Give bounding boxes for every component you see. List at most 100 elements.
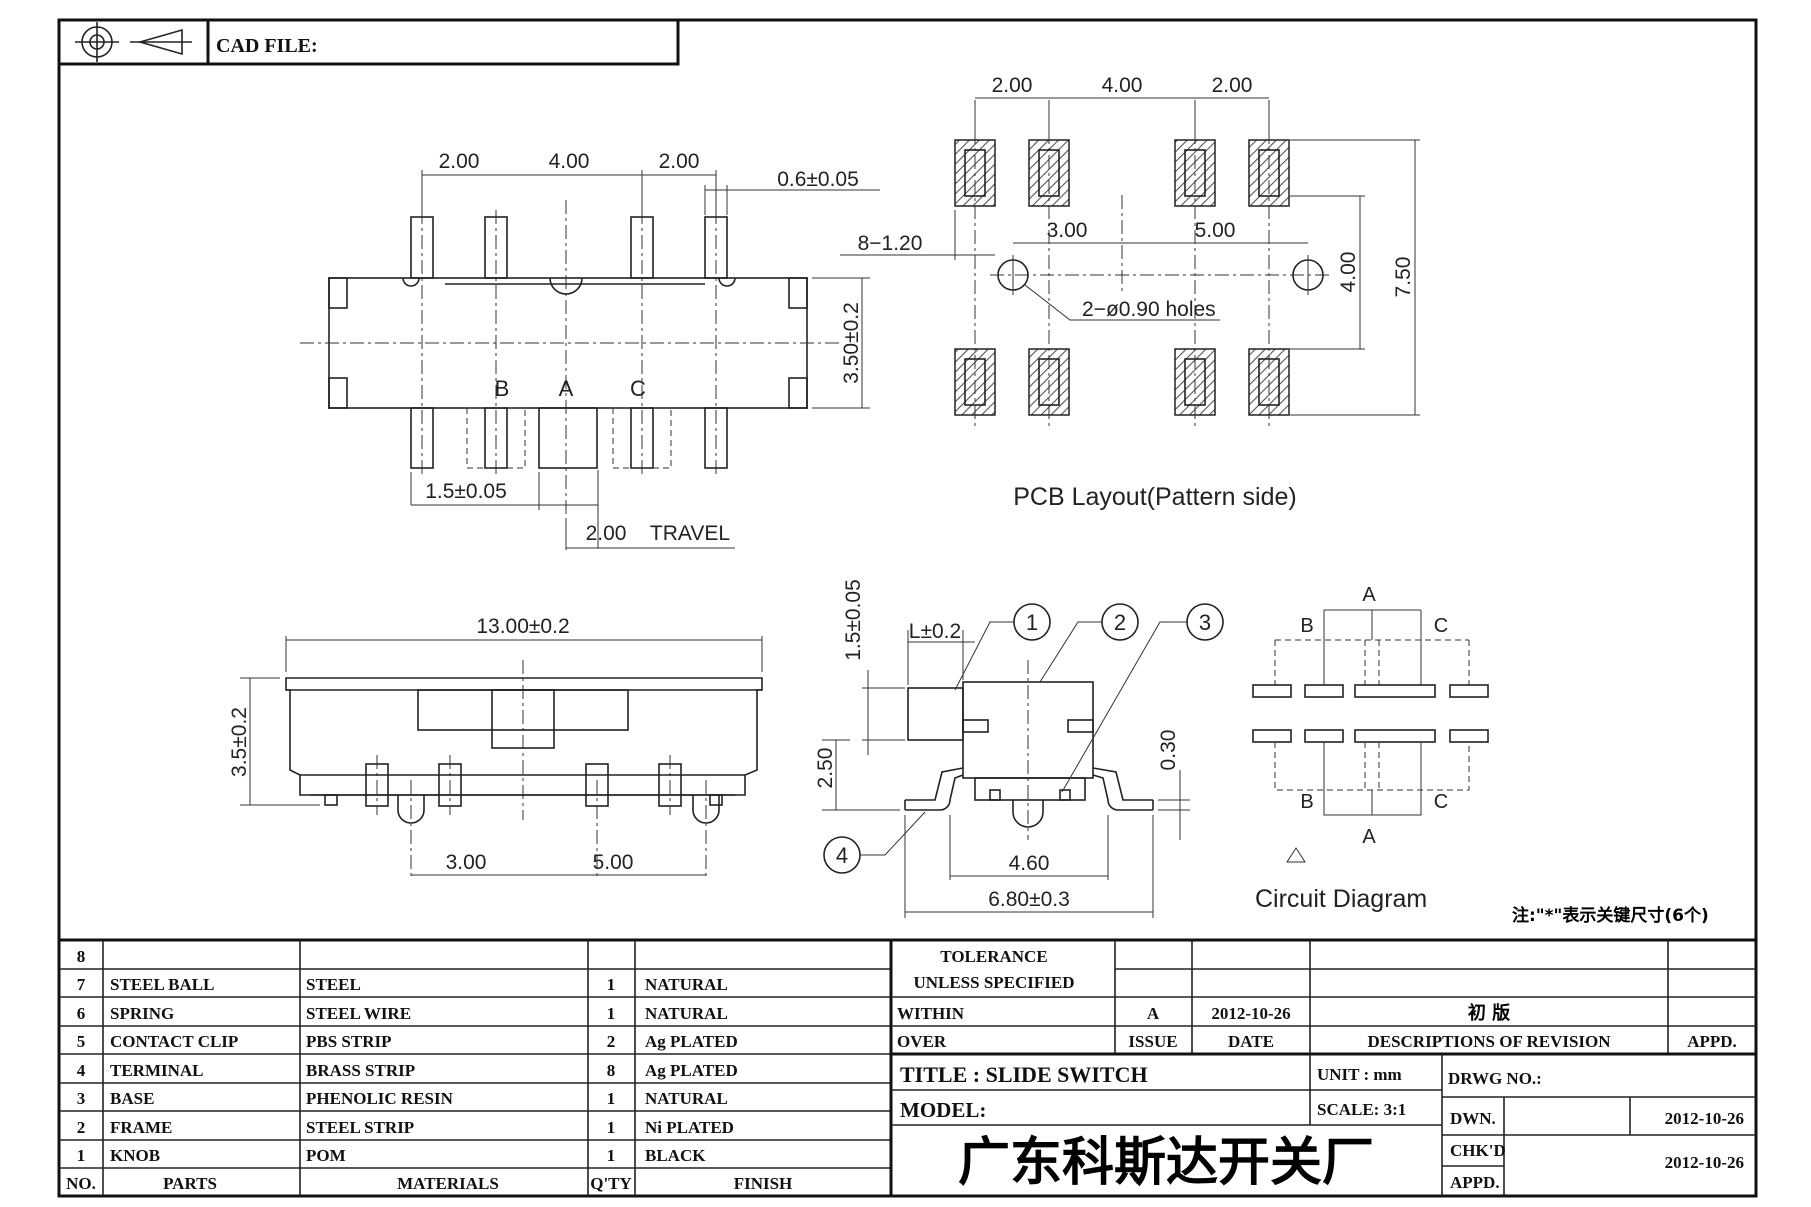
svg-text:1: 1 [607, 1118, 616, 1137]
svg-text:STEEL BALL: STEEL BALL [110, 975, 214, 994]
front-peg-dim-1: 3.00 [446, 851, 487, 874]
bom-row: 6 SPRING STEEL WIRE 1 NATURAL [77, 1004, 728, 1023]
bom-row: 3 BASE PHENOLIC RESIN 1 NATURAL [77, 1089, 728, 1108]
pcb-dim-2: 4.00 [1102, 74, 1143, 97]
balloon-1: 1 [954, 603, 1051, 691]
svg-text:STEEL WIRE: STEEL WIRE [306, 1004, 411, 1023]
bom-table: 8 7 STEEL BALL STEEL 1 NATURAL 6 SPRING … [57, 938, 893, 1198]
svg-text:3: 3 [77, 1089, 86, 1108]
svg-text:Ni PLATED: Ni PLATED [645, 1118, 734, 1137]
dim-top-1: 2.00 [439, 150, 480, 173]
svg-text:7: 7 [77, 975, 86, 994]
bom-row: 2 FRAME STEEL STRIP 1 Ni PLATED [77, 1118, 734, 1137]
dim-top-3: 2.00 [659, 150, 700, 173]
drawn-date: 2012-10-26 [1665, 1109, 1744, 1128]
front-length: 13.00±0.2 [476, 615, 569, 638]
dim-pin-width: 0.6±0.05 [777, 168, 859, 191]
circuit-label-a-bottom: A [1362, 826, 1376, 848]
side-lead-t: 0.30 [1157, 730, 1180, 771]
svg-text:STEEL: STEEL [306, 975, 361, 994]
balloon-2: 2 [1039, 603, 1139, 683]
svg-text:FRAME: FRAME [110, 1118, 172, 1137]
pcb-dim-3: 2.00 [1212, 74, 1253, 97]
side-view: 1.5±0.05 L±0.2 2.50 0.30 4.60 6.80±0.3 1… [814, 579, 1224, 918]
dim-top-2: 4.00 [549, 150, 590, 173]
svg-text:1: 1 [607, 1146, 616, 1165]
circuit-diagram: A B C B C A Circuit Diagram 注:"*"表示关键尺寸(… [1252, 584, 1709, 926]
balloon-3: 3 [1061, 603, 1224, 793]
pos-label-c: C [630, 376, 646, 401]
circuit-label-b-top: B [1300, 615, 1313, 637]
front-height: 3.5±0.2 [228, 707, 251, 777]
pcb-pitch-v: 4.00 [1337, 252, 1360, 293]
dim-travel-value: 2.00 [586, 522, 627, 545]
key-dimension-note: 注:"*"表示关键尺寸(6个) [1512, 905, 1709, 926]
svg-text:8: 8 [77, 947, 86, 966]
drawn-label: DWN. [1450, 1109, 1496, 1128]
svg-text:NATURAL: NATURAL [645, 1089, 728, 1108]
top-view: 2.00 4.00 2.00 0.6±0.05 3.50±0.2 B A C 1… [300, 150, 880, 550]
company-name: 广东科斯达开关厂 [958, 1133, 1374, 1193]
unit-label: UNIT : mm [1317, 1065, 1402, 1084]
svg-text:PARTS: PARTS [163, 1174, 217, 1193]
within-label: WITHIN [897, 1004, 965, 1023]
bom-row: 8 [77, 947, 86, 966]
svg-text:1: 1 [607, 1089, 616, 1108]
pcb-dim-1: 2.00 [992, 74, 1033, 97]
pcb-layout: 2.00 4.00 2.00 8−1.20 3.00 5.00 2−ø0.90 … [840, 74, 1420, 511]
svg-text:5: 5 [77, 1032, 86, 1051]
svg-text:4: 4 [836, 843, 848, 868]
svg-text:CONTACT CLIP: CONTACT CLIP [110, 1032, 238, 1051]
projection-symbol-icon [75, 22, 192, 62]
svg-text:8: 8 [607, 1061, 616, 1080]
pos-label-a: A [559, 376, 574, 401]
svg-text:Ag PLATED: Ag PLATED [645, 1032, 738, 1051]
front-peg-dim-2: 5.00 [593, 851, 634, 874]
svg-text:SPRING: SPRING [110, 1004, 174, 1023]
side-inner-w: 4.60 [1009, 852, 1050, 875]
svg-text:BLACK: BLACK [645, 1146, 706, 1165]
svg-text:PHENOLIC RESIN: PHENOLIC RESIN [306, 1089, 454, 1108]
svg-text:TERMINAL: TERMINAL [110, 1061, 204, 1080]
dim-height: 3.50±0.2 [840, 302, 863, 384]
pcb-total-v: 7.50 [1392, 257, 1415, 298]
issue-label: ISSUE [1128, 1032, 1177, 1051]
issue-value: A [1147, 1004, 1160, 1023]
svg-text:FINISH: FINISH [734, 1174, 793, 1193]
svg-text:BRASS STRIP: BRASS STRIP [306, 1061, 415, 1080]
svg-text:Ag PLATED: Ag PLATED [645, 1061, 738, 1080]
revision-date: 2012-10-26 [1211, 1004, 1290, 1023]
pcb-hole-dim-1: 3.00 [1047, 219, 1088, 242]
over-label: OVER [897, 1032, 947, 1051]
svg-text:1: 1 [77, 1146, 86, 1165]
unless-specified-label: UNLESS SPECIFIED [913, 973, 1074, 992]
cad-file-label: CAD FILE: [216, 35, 318, 57]
checked-date: 2012-10-26 [1665, 1153, 1744, 1172]
circuit-label-c-bottom: C [1434, 791, 1448, 813]
svg-text:1: 1 [1026, 610, 1038, 635]
scale-label: SCALE: 3:1 [1317, 1100, 1406, 1119]
front-view: 13.00±0.2 3.5±0.2 3.00 5.00 [228, 615, 763, 880]
circuit-label-c-top: C [1434, 615, 1448, 637]
balloon-4: 4 [823, 811, 926, 874]
approved-label: APPD. [1687, 1032, 1737, 1051]
side-knob [907, 687, 964, 741]
drawing-title: TITLE : SLIDE SWITCH [900, 1062, 1148, 1087]
circuit-label-a-top: A [1362, 584, 1376, 606]
side-knob-h: 1.5±0.05 [842, 579, 865, 661]
svg-text:2: 2 [77, 1118, 86, 1137]
svg-text:3: 3 [1199, 610, 1211, 635]
circuit-label-b-bottom: B [1300, 791, 1313, 813]
side-outer-w: 6.80±0.3 [988, 888, 1070, 911]
pcb-hole-dim-2: 5.00 [1195, 219, 1236, 242]
warning-triangle-icon [1286, 847, 1306, 863]
svg-text:PBS STRIP: PBS STRIP [306, 1032, 392, 1051]
svg-text:1: 1 [607, 975, 616, 994]
bom-header-row: NO. PARTS MATERIALS Q'TY FINISH [66, 1174, 792, 1193]
revision-description: 初 版 [1468, 1002, 1510, 1024]
bom-row: 1 KNOB POM 1 BLACK [77, 1146, 706, 1165]
svg-text:2: 2 [607, 1032, 616, 1051]
drawing-number-label: DRWG NO.: [1448, 1069, 1542, 1088]
front-view-body [285, 677, 763, 796]
